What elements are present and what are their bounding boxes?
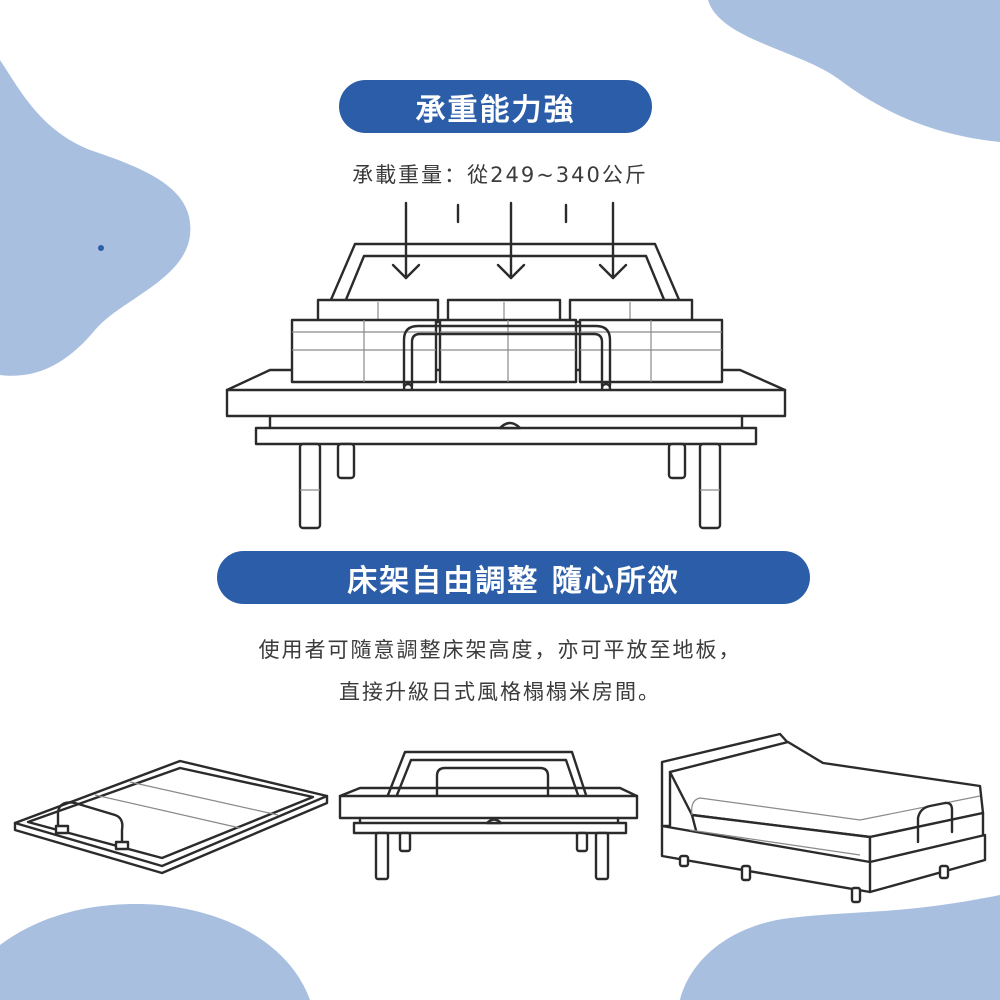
raised-bed-illustration	[338, 750, 639, 881]
down-arrow-icon	[391, 201, 628, 280]
load-capacity-title: 承重能力強	[415, 92, 576, 128]
adjusted-bed-illustration	[660, 732, 987, 904]
capacity-caption: 承載重量：從249~340公斤	[352, 163, 648, 187]
flat-bed-illustration	[13, 759, 329, 875]
weight-box-middle	[438, 318, 578, 384]
blob-bottom-right	[680, 895, 1000, 1000]
blue-dot	[98, 245, 104, 251]
blob-bottom-left	[0, 904, 310, 1000]
adjustable-feature-title: 床架自由調整 隨心所欲	[347, 563, 680, 599]
description-line-2: 直接升級日式風格榻榻米房間。	[339, 680, 661, 704]
weight-box-right	[578, 318, 724, 384]
blob-left	[0, 60, 191, 376]
blob-top-right	[708, 0, 1000, 142]
load-capacity-title-pill: 承重能力強	[339, 80, 652, 133]
description-line-1: 使用者可隨意調整床架高度，亦可平放至地板，	[258, 638, 742, 662]
adjustable-feature-pill: 床架自由調整 隨心所欲	[217, 551, 810, 604]
